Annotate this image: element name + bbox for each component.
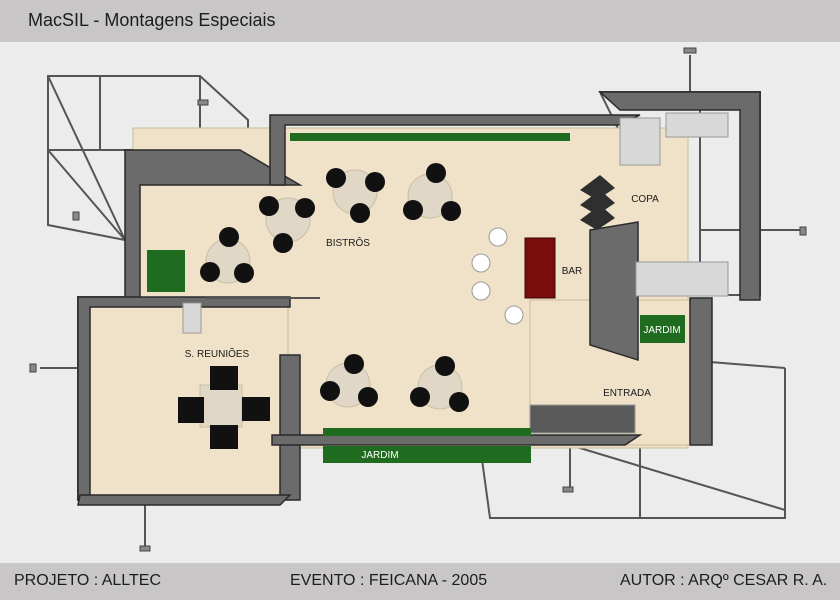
copa-stairs [580, 175, 615, 230]
bistro-set-4 [200, 227, 254, 284]
walls [77, 91, 761, 506]
garden-top [290, 133, 570, 141]
garden-left [147, 250, 185, 292]
label-jardim-bottom: JARDIM [361, 450, 398, 461]
footer-author: AUTOR : ARQº CESAR R. A. [620, 572, 828, 589]
footer-project: PROJETO : ALLTEC [14, 572, 162, 589]
gardens [147, 133, 685, 463]
bar-counter [524, 237, 556, 299]
label-entrada: ENTRADA [603, 388, 651, 399]
label-copa: COPA [631, 194, 659, 205]
floor-plan: JARDIM JARDIM [29, 47, 807, 552]
garden-bottom [323, 446, 531, 463]
meeting-set [178, 366, 270, 449]
light-fixtures [29, 47, 807, 552]
partitions [182, 112, 729, 434]
bistro-set-5 [320, 354, 378, 408]
bistro-set-6 [410, 356, 469, 412]
footer-bar: PROJETO : ALLTEC EVENTO : FEICANA - 2005… [0, 563, 840, 600]
bar-stools [471, 227, 524, 325]
label-bar: BAR [562, 266, 583, 277]
page-title: MacSIL - Montagens Especiais [28, 10, 276, 30]
footer-event: EVENTO : FEICANA - 2005 [290, 572, 488, 589]
bistro-set-2 [403, 163, 461, 221]
garden-right [640, 315, 685, 343]
header-bar: MacSIL - Montagens Especiais [0, 0, 840, 42]
bistro-set-3 [259, 196, 315, 253]
bistro-set-1 [326, 168, 385, 223]
label-bistros: BISTRÔS [326, 236, 370, 249]
label-jardim-right: JARDIM [643, 325, 680, 336]
label-reunioes: S. REUNIÕES [185, 347, 250, 360]
